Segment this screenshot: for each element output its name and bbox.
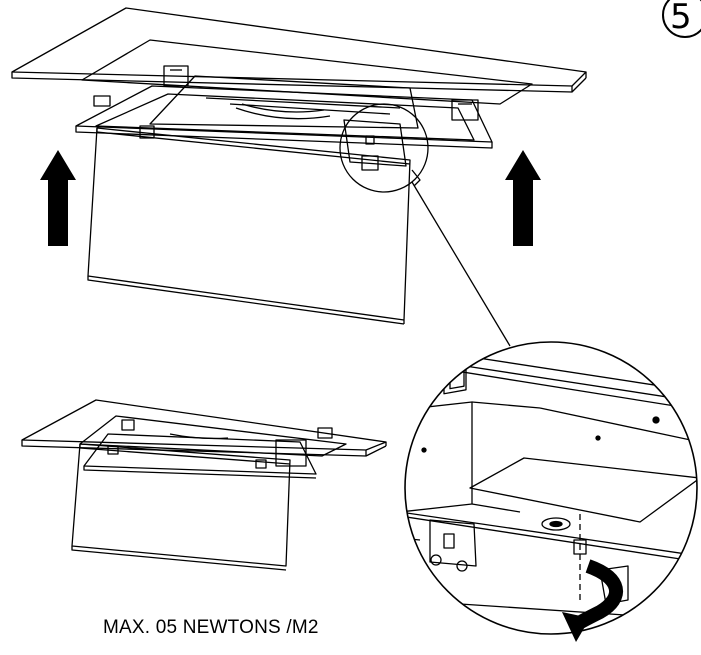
ceiling-unit-top [11,7,587,325]
bracket-right [451,99,479,121]
load-limit-caption: MAX. 05 NEWTONS /M2 [103,617,319,638]
bracket-left [163,65,189,87]
step-badge [662,0,701,38]
step-number: 5 [670,0,692,37]
detail-magnifier-circle [404,341,698,635]
rotate-arrow-icon[interactable] [562,559,623,642]
access-panel-small [71,443,291,567]
up-arrow-icon-left [40,150,76,246]
ceiling-unit-bottom [21,399,387,571]
detail-source-circle [339,103,429,193]
callout-leader [411,181,511,347]
ceiling-plate [11,7,587,87]
up-arrow-icon-right [505,150,541,246]
